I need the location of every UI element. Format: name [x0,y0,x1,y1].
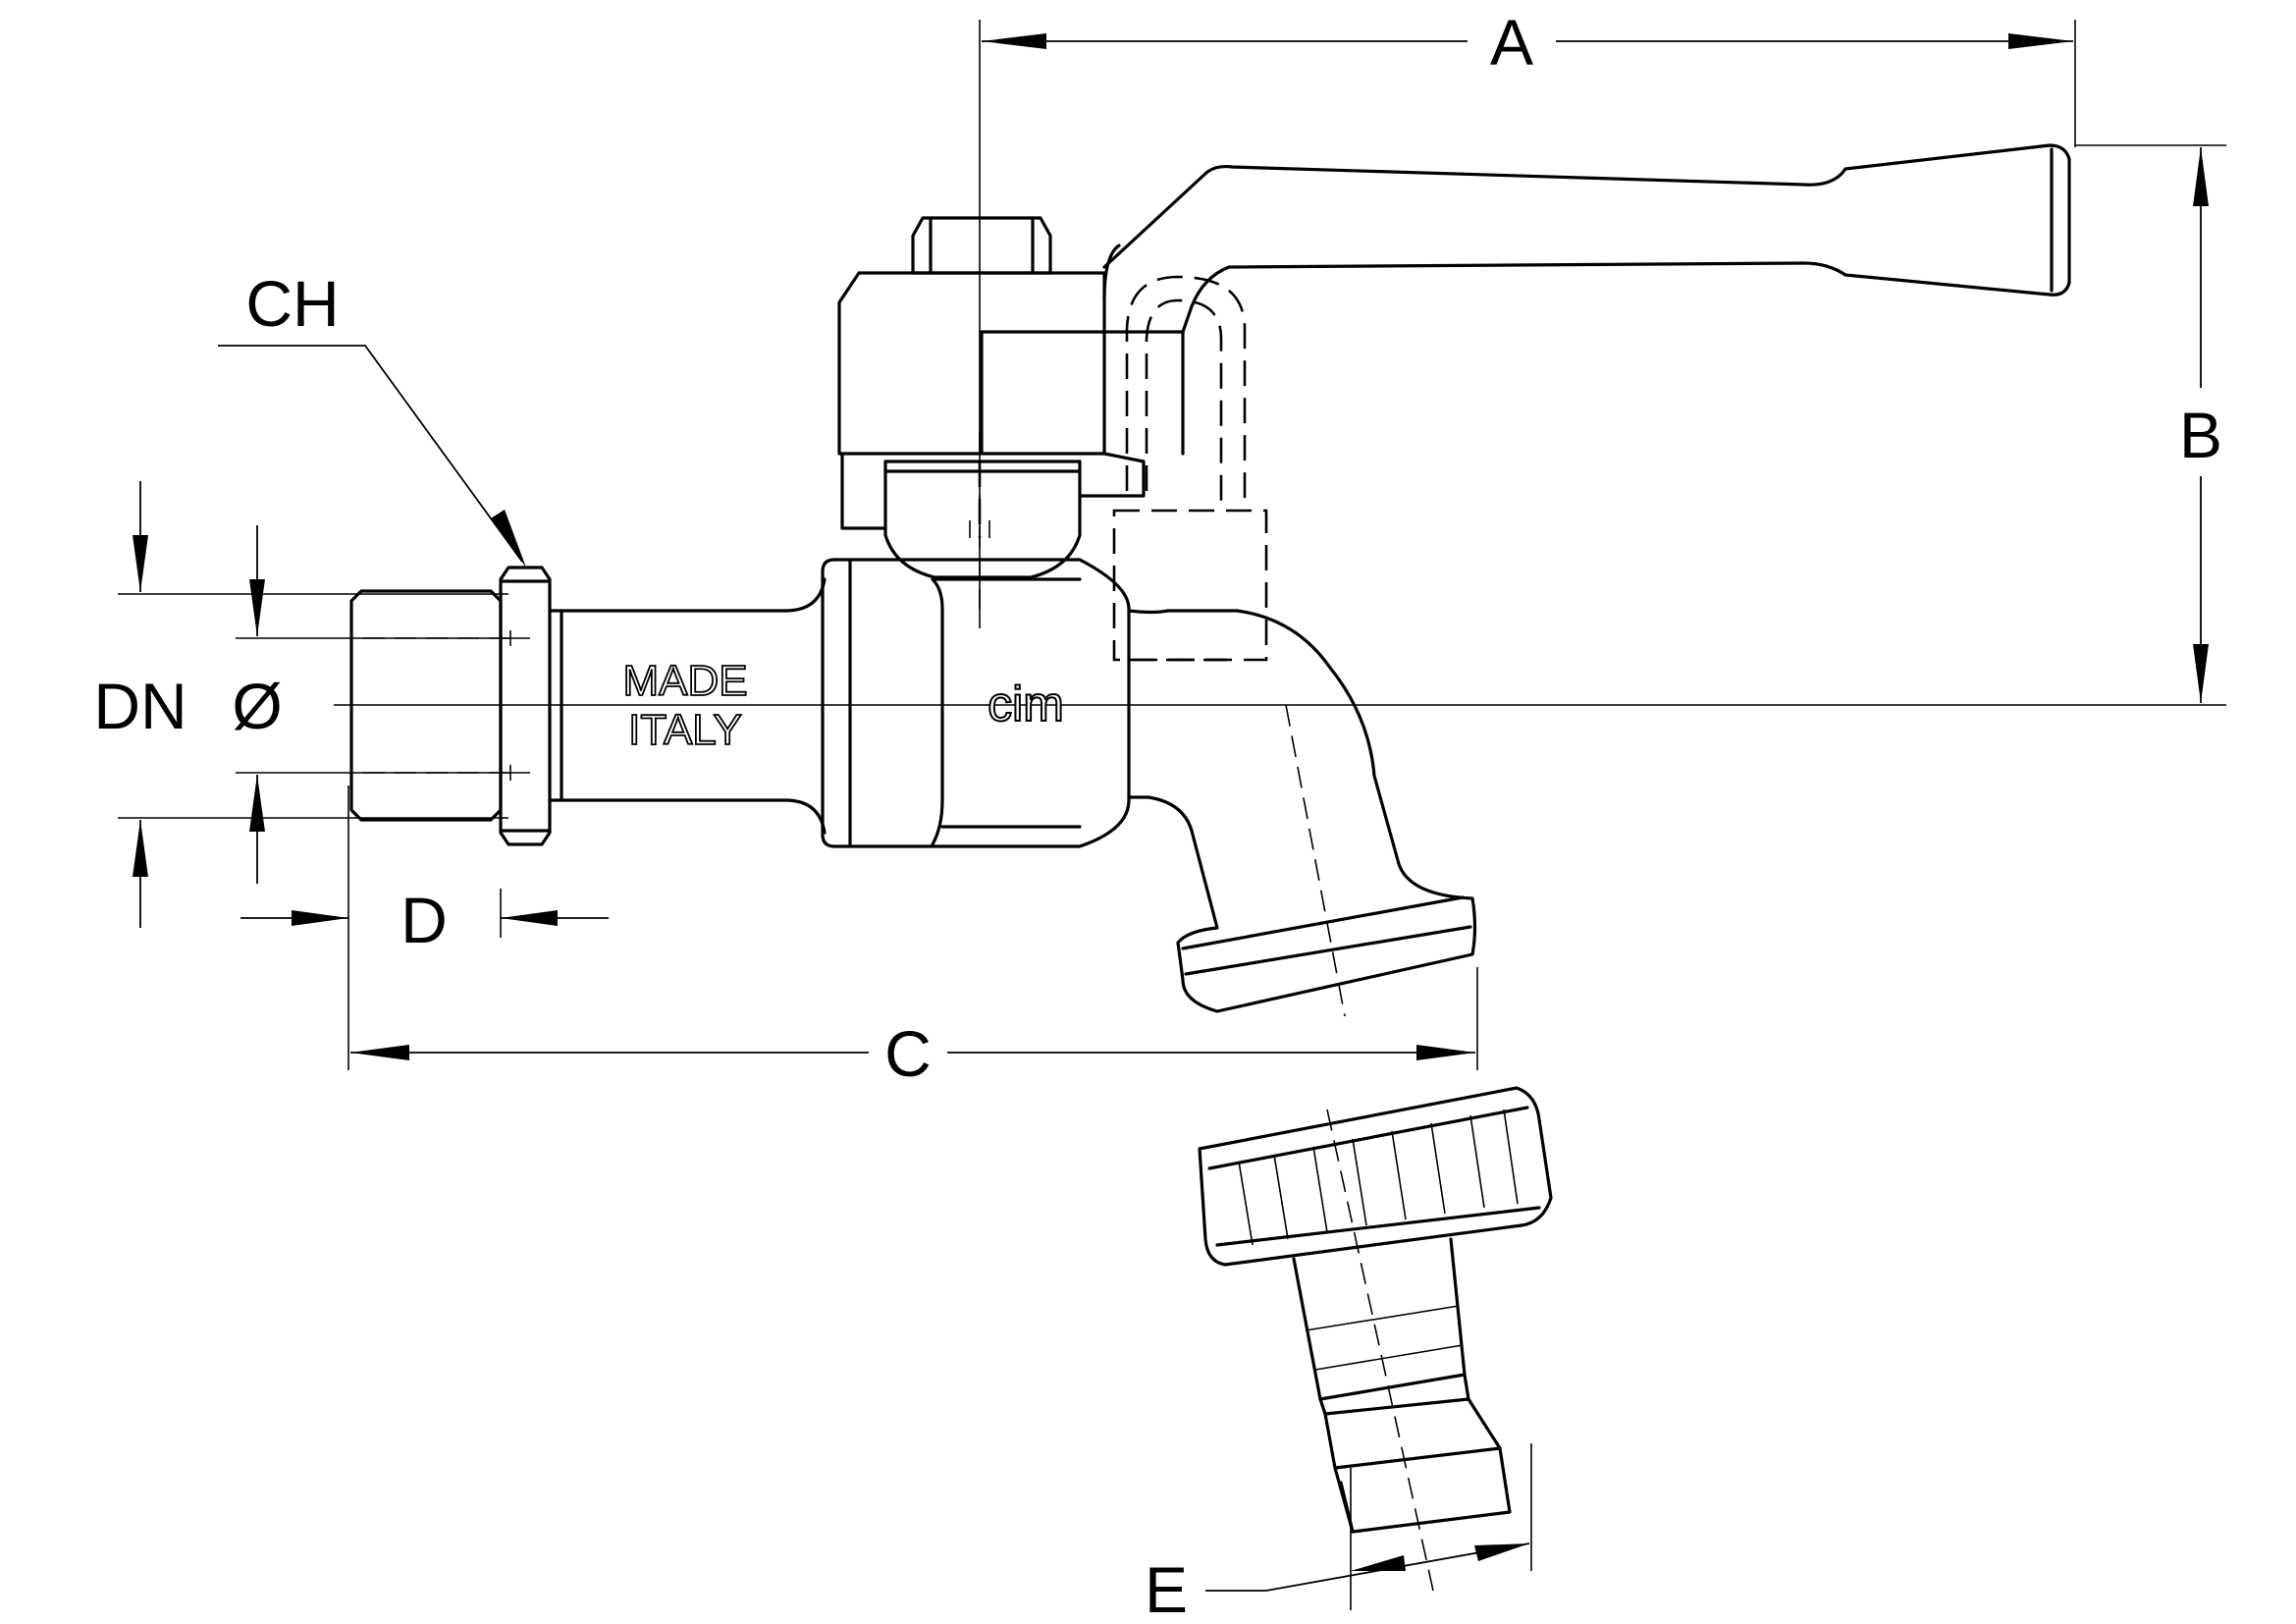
body-neck: MADE ITALY [548,577,827,835]
stem-top-nut [911,216,1052,275]
made-marking: MADE [622,657,747,705]
hex-collar [499,566,552,846]
leader-e: E [1145,1543,1530,1624]
valve-body: cim [821,558,1131,848]
dimension-label-diameter: Ø [232,670,282,742]
extension-lines [118,20,2226,1610]
dimension-label-b: B [2179,399,2222,471]
leader-ch: CH [218,267,526,568]
dimension-label-e: E [1145,1553,1188,1624]
dimension-a: A [982,6,2073,79]
dimension-label-dn: DN [93,670,187,742]
dimension-diameter: Ø [232,525,283,884]
spout [1127,609,1477,1013]
dimension-label-a: A [1490,6,1533,79]
threaded-inlet [349,589,515,822]
center-lines [334,432,1434,1592]
dimension-b: B [2179,147,2222,703]
dimension-c: C [350,1017,1475,1090]
dimension-label-c: C [884,1017,932,1090]
hidden-handle-lock [1112,275,1268,662]
cim-logo: cim [988,677,1064,731]
dimension-dn: DN [93,481,187,928]
stem-nut [883,460,1082,579]
hose-connector [1198,1086,1553,1534]
handle-hub [837,244,1185,530]
lever-handle [1102,143,2071,334]
italy-marking: ITALY [628,706,742,754]
dimension-d: D [240,884,609,956]
dimension-label-ch: CH [245,267,339,340]
dimension-label-d: D [400,884,448,956]
